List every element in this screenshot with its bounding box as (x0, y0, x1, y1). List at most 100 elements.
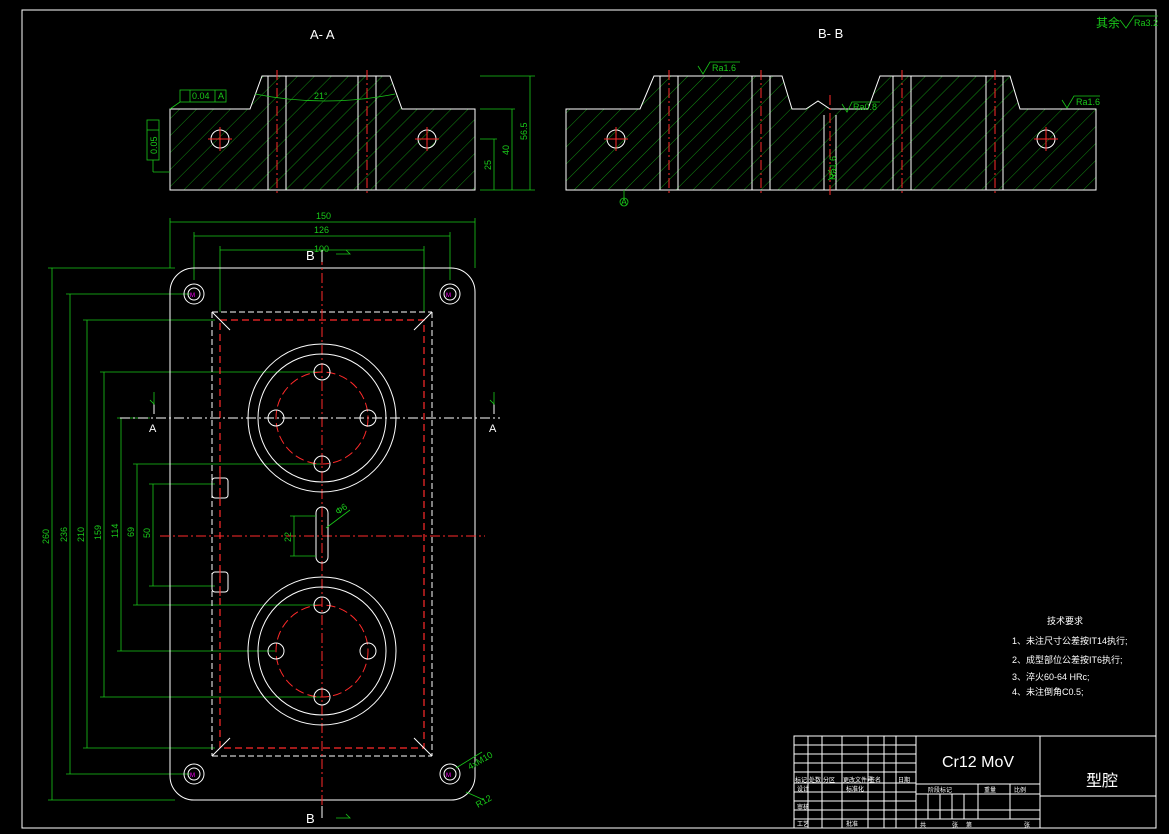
roughness-symbol-ra16: Ra1.6 (1061, 95, 1100, 109)
tech-requirements: 技术要求 1、未注尺寸公差按IT14执行; 2、成型部位公差按IT6执行; 3、… (1012, 615, 1128, 697)
section-aa-title: A- A (310, 27, 335, 42)
svg-text:Ra1.6: Ra1.6 (828, 156, 838, 180)
dimension-159: 159 (93, 371, 322, 698)
section-bb-title: B- B (818, 26, 843, 41)
svg-text:审核: 审核 (797, 803, 809, 811)
corner-hole: M (183, 763, 205, 785)
svg-text:69: 69 (126, 527, 136, 537)
dimension-236: 236 (59, 293, 190, 775)
svg-text:共: 共 (920, 821, 926, 829)
svg-text:Ra1.6: Ra1.6 (1076, 97, 1100, 107)
general-roughness: 其余 Ra3.2 (1096, 15, 1158, 30)
svg-text:标准化: 标准化 (846, 785, 864, 793)
svg-text:100: 100 (314, 244, 329, 254)
svg-text:更改文件号: 更改文件号 (843, 776, 873, 784)
drawing-border (21, 9, 1157, 829)
svg-text:Ra1.6: Ra1.6 (712, 63, 736, 73)
plan-view: 150 126 100 260 236 (41, 211, 500, 826)
svg-text:第: 第 (966, 821, 972, 829)
dimension-150: 150 (169, 211, 476, 268)
svg-text:Φ6: Φ6 (333, 501, 349, 516)
svg-text:R12: R12 (474, 793, 493, 810)
svg-text:B: B (306, 248, 315, 263)
section-bb-outline (565, 75, 1097, 191)
svg-text:M: M (190, 293, 195, 299)
dimension-260: 260 (41, 267, 175, 801)
svg-text:B: B (306, 811, 315, 826)
dimension-56-5: 56.5 (480, 75, 535, 191)
section-bb: B- B Ra1.6 Ra0.8 (565, 26, 1100, 207)
cavity-upper (247, 343, 397, 493)
svg-text:25: 25 (483, 160, 493, 170)
roughness-symbol-ra16-vertical: Ra1.6 (827, 156, 838, 181)
tech-requirements-title: 技术要求 (1047, 615, 1083, 626)
svg-text:张: 张 (952, 821, 958, 829)
dimension-phi6: Φ6 (325, 501, 351, 529)
svg-text:159: 159 (93, 525, 103, 540)
svg-text:22: 22 (283, 532, 293, 542)
roughness-symbol-ra08: Ra0.8 (841, 101, 880, 113)
runner-slot (315, 506, 329, 564)
svg-text:Ra3.2: Ra3.2 (1134, 18, 1158, 28)
svg-text:A: A (621, 197, 627, 207)
svg-text:比例: 比例 (1014, 786, 1026, 794)
cavity-lower (247, 576, 397, 726)
svg-text:日期: 日期 (898, 776, 910, 784)
tech-requirement-item: 2、成型部位公差按IT6执行; (1012, 654, 1123, 665)
svg-text:阶段标记: 阶段标记 (928, 786, 952, 794)
svg-text:236: 236 (59, 527, 69, 542)
svg-text:批准: 批准 (846, 820, 858, 828)
corner-hole: M (439, 763, 461, 785)
flatness-tolerance-frame: 0.04 A (169, 89, 227, 110)
perpendicularity-tolerance-frame: 0.05 (146, 119, 170, 173)
dimension-50: 50 (142, 483, 215, 587)
svg-text:210: 210 (76, 527, 86, 542)
tech-requirement-item: 4、未注倒角C0.5; (1012, 686, 1084, 697)
section-marker-a-right: A (489, 392, 497, 435)
section-marker-b-top: B (306, 248, 351, 263)
radius-note: R12 (465, 791, 493, 810)
section-aa-outline (169, 75, 476, 191)
svg-text:签名: 签名 (869, 776, 881, 784)
tech-requirement-item: 3、淬火60-64 HRc; (1012, 671, 1090, 682)
svg-text:处数: 处数 (809, 776, 821, 784)
corner-hole: M (183, 283, 205, 305)
corner-hole: M (439, 283, 461, 305)
svg-text:150: 150 (316, 211, 331, 221)
section-aa: A- A 21° 0.04 A (146, 27, 535, 195)
svg-text:标记: 标记 (795, 776, 807, 784)
svg-text:114: 114 (110, 524, 120, 538)
svg-text:A: A (218, 91, 224, 101)
tech-requirement-item: 1、未注尺寸公差按IT14执行; (1012, 635, 1128, 646)
section-marker-b-bottom: B (306, 806, 351, 826)
dimension-22: 22 (283, 515, 316, 557)
svg-text:M: M (446, 773, 451, 779)
svg-text:M: M (190, 773, 195, 779)
dimension-25: 25 (480, 138, 497, 190)
svg-text:126: 126 (314, 225, 329, 235)
svg-text:A: A (149, 423, 157, 435)
dimension-69: 69 (126, 463, 322, 606)
datum-marker: A (619, 190, 629, 207)
section-marker-a-left: A (149, 392, 157, 435)
angle-label: 21° (314, 91, 328, 101)
svg-text:Ra0.8: Ra0.8 (853, 102, 877, 112)
title-block: 标记 处数 分区 更改文件号 签名 日期 设计 标准化 审核 工艺 批准 阶段标… (793, 735, 1157, 829)
svg-text:56.5: 56.5 (519, 122, 529, 140)
svg-text:0.04: 0.04 (192, 91, 210, 101)
material-label: Cr12 MoV (942, 754, 1014, 771)
hidden-pocket (219, 319, 425, 749)
svg-text:设计: 设计 (797, 785, 809, 793)
svg-text:分区: 分区 (823, 776, 835, 784)
svg-text:50: 50 (142, 528, 152, 538)
dimension-126: 126 (193, 225, 451, 280)
svg-text:260: 260 (41, 529, 51, 544)
svg-text:A: A (489, 423, 497, 435)
svg-text:重量: 重量 (984, 786, 996, 794)
svg-text:张: 张 (1024, 821, 1030, 829)
roughness-symbol-ra16: Ra1.6 (697, 61, 740, 75)
dimension-210: 210 (76, 319, 215, 749)
svg-text:0.05: 0.05 (149, 136, 159, 154)
svg-text:其余: 其余 (1096, 15, 1120, 30)
